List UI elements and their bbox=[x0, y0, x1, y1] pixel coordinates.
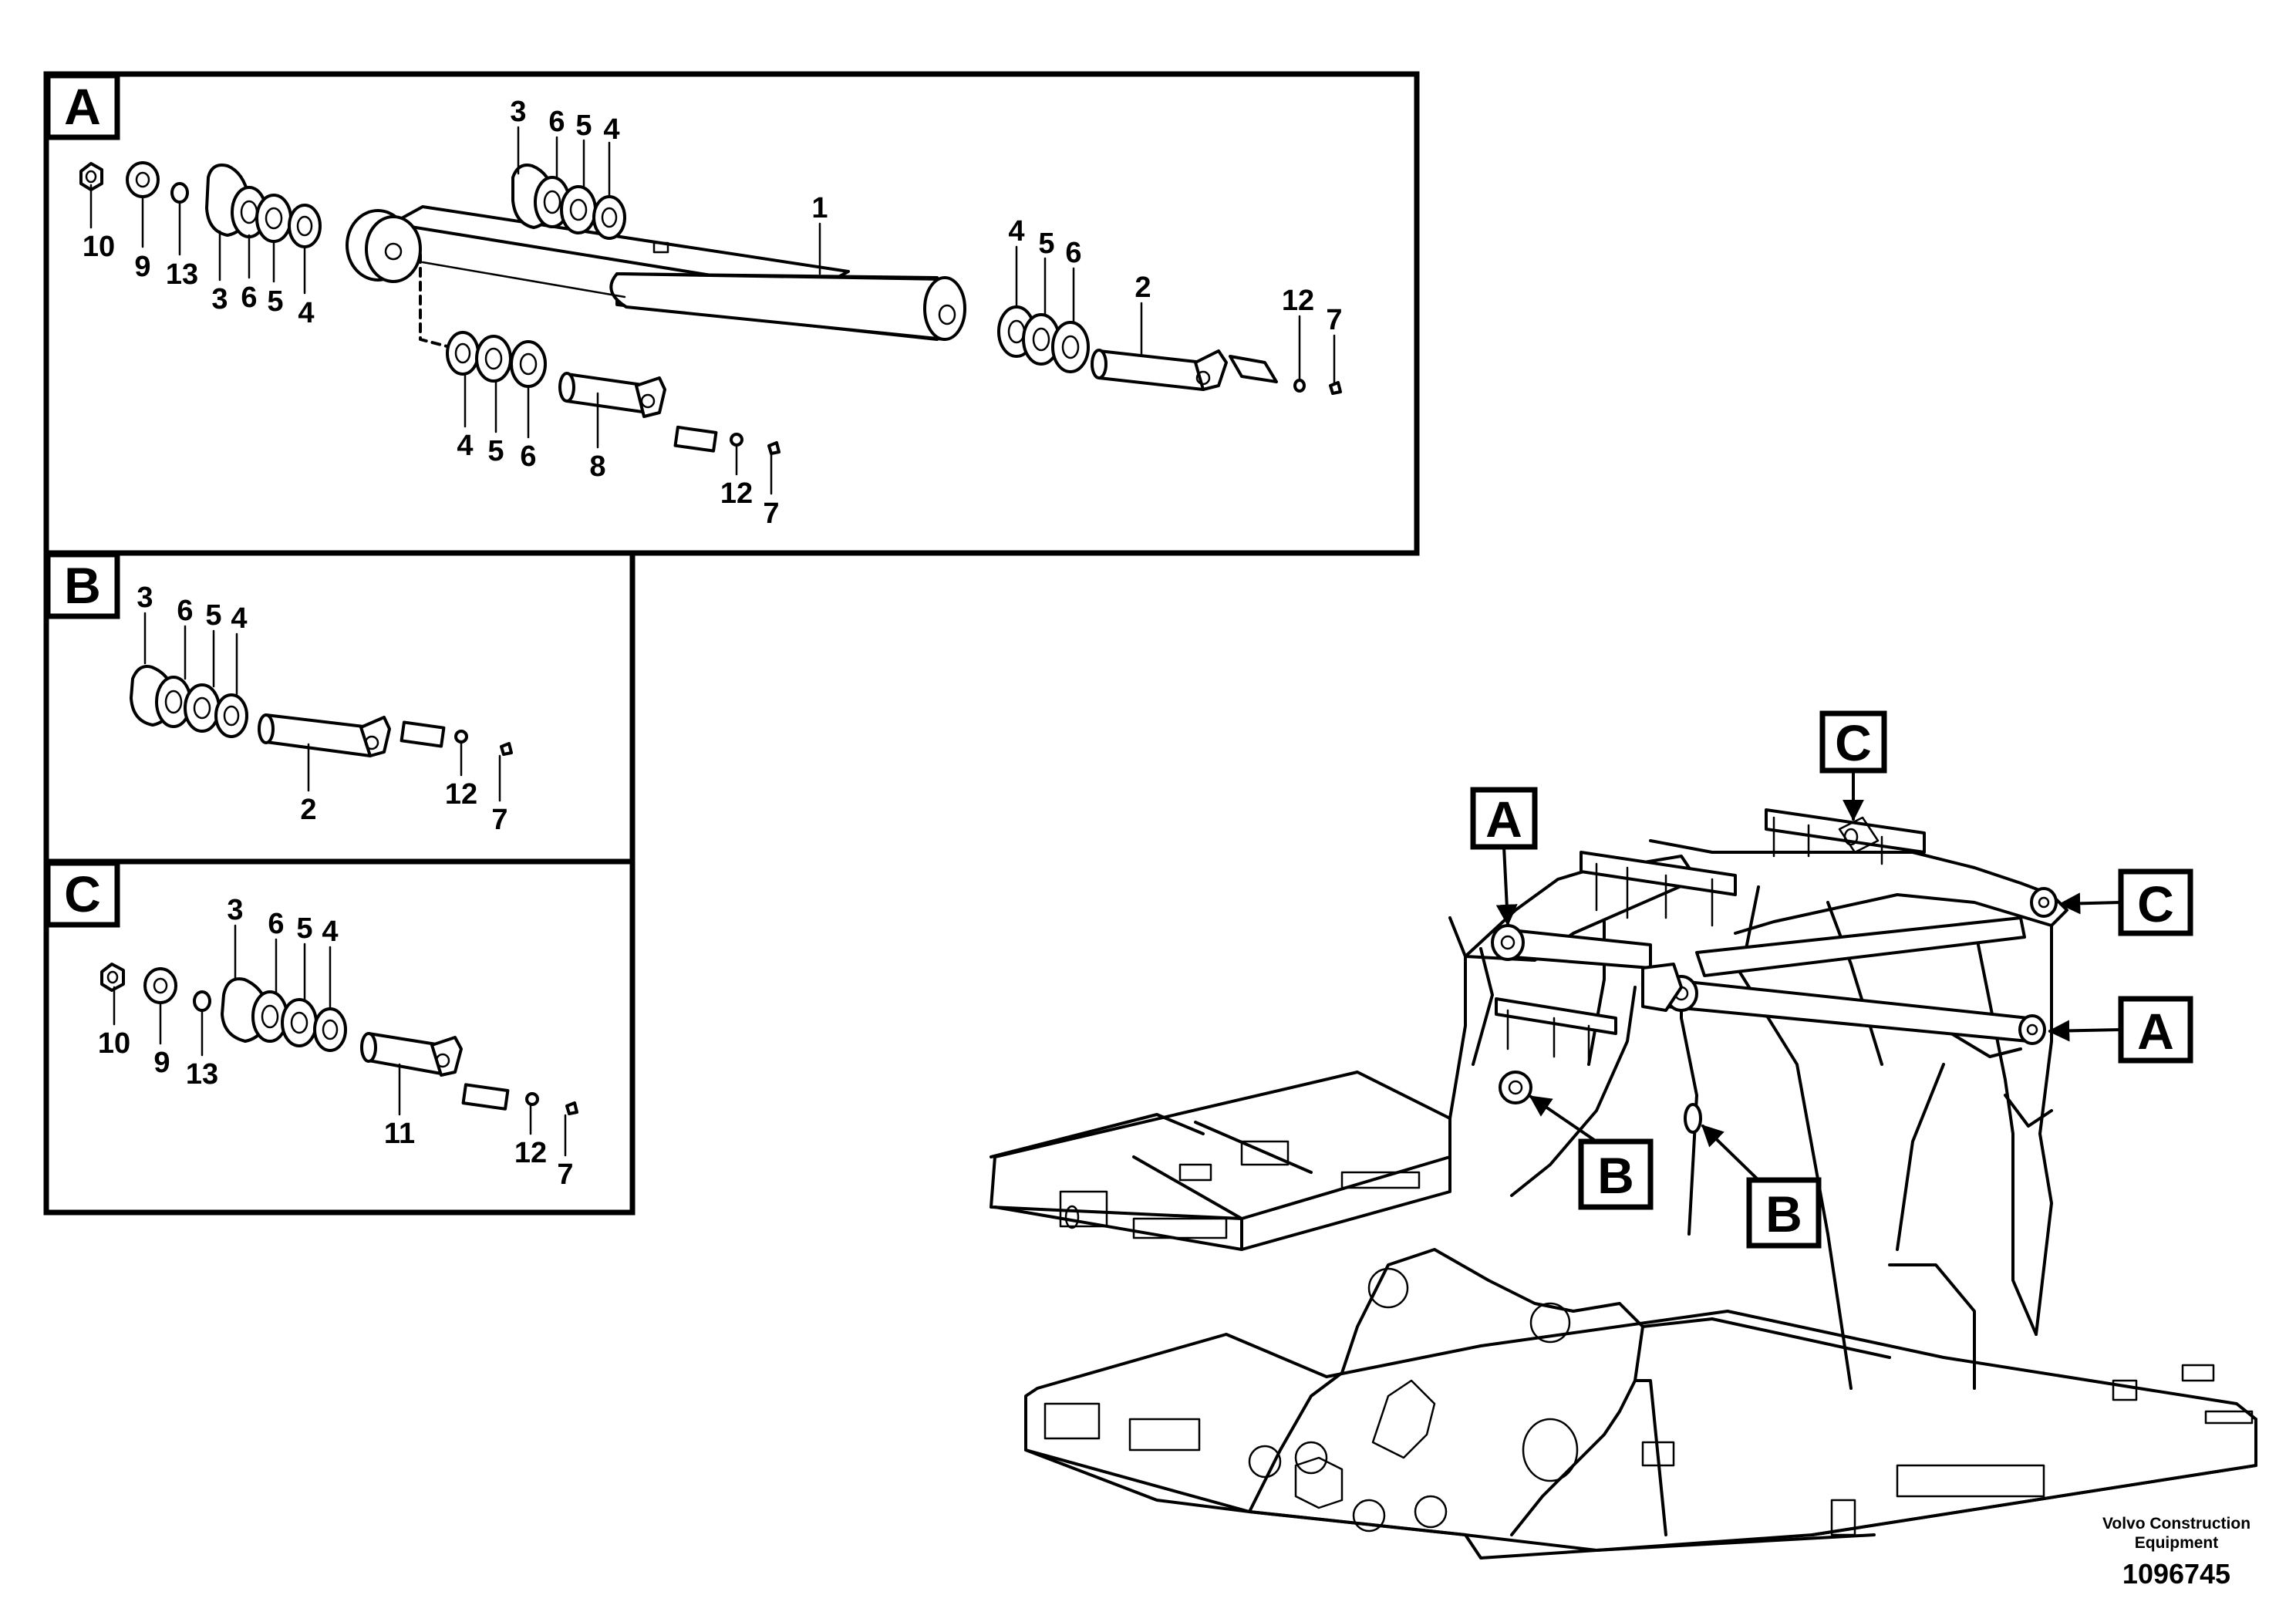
panel-c-parts bbox=[100, 963, 578, 1115]
overview-label-c2: C bbox=[2137, 875, 2174, 932]
callout-5: 5 bbox=[487, 435, 504, 467]
overview-callouts: A C C A B B bbox=[1470, 710, 2193, 1249]
panel-b-leaders bbox=[143, 612, 501, 802]
lower-frame bbox=[1024, 1310, 2257, 1560]
callout-5: 5 bbox=[575, 110, 592, 142]
overview-label-b1: B bbox=[1597, 1147, 1634, 1204]
callout-12: 12 bbox=[720, 477, 753, 510]
callout-6: 6 bbox=[241, 282, 257, 314]
callout-3: 3 bbox=[211, 283, 228, 315]
overview-label-box-c2 bbox=[2118, 868, 2193, 936]
callout-6: 6 bbox=[1065, 237, 1081, 269]
callout-5: 5 bbox=[1038, 228, 1054, 260]
overview-label-box-b2 bbox=[1746, 1177, 1822, 1249]
brand-line-2: Equipment bbox=[2135, 1534, 2219, 1552]
callout-12: 12 bbox=[514, 1137, 547, 1169]
callout-4: 4 bbox=[322, 916, 338, 948]
overview-label-a1: A bbox=[1485, 791, 1522, 848]
panel-a-callouts: 10 9 13 3 6 5 4 3 6 5 4 1 4 5 6 2 12 7 4… bbox=[83, 96, 1343, 530]
machine-overview bbox=[990, 808, 2257, 1560]
callout-3: 3 bbox=[227, 894, 243, 926]
callout-11: 11 bbox=[384, 1118, 415, 1150]
panel-c-label: C bbox=[64, 865, 101, 922]
panel-b-parts bbox=[130, 665, 513, 757]
callout-8: 8 bbox=[589, 450, 605, 483]
panel-c-leaders bbox=[113, 924, 567, 1157]
callout-10: 10 bbox=[83, 231, 115, 263]
callout-9: 9 bbox=[153, 1047, 170, 1079]
brand-line-1: Volvo Construction bbox=[2102, 1515, 2250, 1533]
callout-13: 13 bbox=[166, 258, 198, 291]
callout-5: 5 bbox=[205, 599, 221, 632]
panel-c-callouts: 10 9 13 3 6 5 4 11 12 7 bbox=[98, 894, 574, 1191]
callout-13: 13 bbox=[186, 1058, 218, 1091]
panel-b-label: B bbox=[64, 557, 101, 614]
callout-7: 7 bbox=[491, 804, 507, 836]
callout-4: 4 bbox=[1008, 215, 1024, 248]
callout-4: 4 bbox=[603, 113, 619, 146]
callout-9: 9 bbox=[134, 251, 150, 283]
panel-a-label-box bbox=[45, 73, 120, 140]
callout-5: 5 bbox=[296, 912, 312, 945]
panel-a-leaders bbox=[89, 126, 1336, 495]
callout-7: 7 bbox=[557, 1158, 573, 1191]
panel-b-callouts: 3 6 5 4 2 12 7 bbox=[137, 582, 507, 836]
callout-4: 4 bbox=[457, 430, 473, 462]
overview-cylinders bbox=[1491, 887, 2058, 1134]
callout-10: 10 bbox=[98, 1027, 130, 1060]
callout-6: 6 bbox=[520, 440, 536, 473]
overview-label-box-b1 bbox=[1578, 1138, 1654, 1210]
panel-a: A bbox=[43, 71, 1420, 556]
callout-7: 7 bbox=[1326, 304, 1342, 336]
panel-b-label-box bbox=[45, 551, 120, 619]
panel-c: C bbox=[43, 858, 636, 1216]
callout-7: 7 bbox=[763, 497, 779, 530]
callout-3: 3 bbox=[137, 582, 153, 614]
upper-frame bbox=[990, 1071, 1451, 1251]
overview-racks bbox=[1495, 808, 1926, 1066]
callout-6: 6 bbox=[177, 595, 193, 627]
panel-a-label: A bbox=[64, 78, 101, 135]
overview-label-a2: A bbox=[2137, 1003, 2174, 1060]
brand-block: Volvo Construction Equipment 1096745 bbox=[2102, 1515, 2250, 1590]
callout-4: 4 bbox=[298, 297, 314, 329]
articulation-joint bbox=[1248, 1248, 1891, 1536]
callout-4: 4 bbox=[231, 602, 247, 635]
overview-label-box-c1 bbox=[1819, 710, 1887, 774]
hydraulic-cylinder bbox=[346, 205, 966, 341]
callout-3: 3 bbox=[510, 96, 526, 128]
drawing-number: 1096745 bbox=[2122, 1558, 2230, 1590]
callout-12: 12 bbox=[445, 778, 477, 811]
callout-12: 12 bbox=[1282, 285, 1314, 317]
overview-label-c1: C bbox=[1835, 714, 1872, 771]
callout-6: 6 bbox=[268, 908, 284, 940]
callout-1: 1 bbox=[811, 192, 828, 224]
callout-2: 2 bbox=[1135, 271, 1151, 304]
panel-b: B 3 6 5 bbox=[43, 550, 636, 865]
callout-6: 6 bbox=[548, 106, 565, 138]
callout-2: 2 bbox=[300, 794, 316, 826]
overview-label-box-a1 bbox=[1470, 787, 1538, 850]
overview-label-b2: B bbox=[1765, 1185, 1802, 1243]
lower-parts bbox=[419, 253, 781, 455]
callout-5: 5 bbox=[267, 285, 283, 318]
panel-c-label-box bbox=[45, 860, 120, 928]
